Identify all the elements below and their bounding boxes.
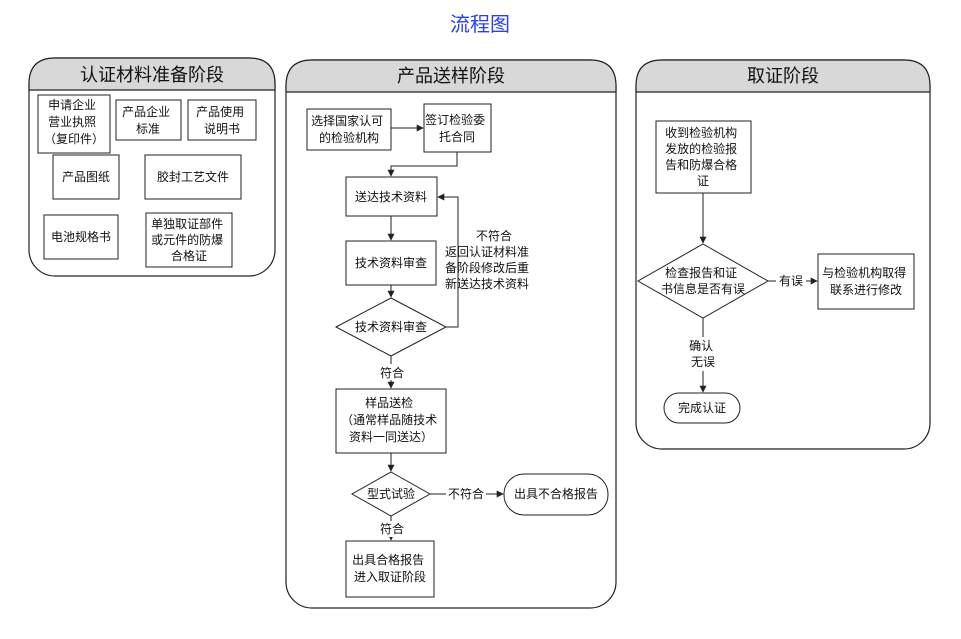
node-send-sample-label: 样品送检 （通常样品随技术 资料一同送达） <box>341 395 441 444</box>
label-has-error: 有误 <box>779 274 803 288</box>
phase-cert: 取证阶段 收到检验机构 发放的检验报 告和防爆合格 证 检查报告和证 书信息是否… <box>635 59 931 450</box>
label-confirmed: 确认 无误 <box>689 339 717 369</box>
diagram-title: 流程图 <box>450 12 510 36</box>
box-product-drawing <box>52 154 120 200</box>
node-complete <box>663 392 741 424</box>
phase-cert-title: 取证阶段 <box>747 66 819 87</box>
label-conform-2: 符合 <box>380 521 404 536</box>
node-pass-report <box>345 540 435 598</box>
box-enterprise-standard-label: 产品企业 标准 <box>122 104 174 136</box>
box-business-license-label: 申请企业 营业执照 （复印件） <box>44 97 104 146</box>
node-complete-label: 完成认证 <box>678 400 726 415</box>
node-send-docs <box>345 176 438 217</box>
node-docs-review-label: 技术资料审查 <box>355 255 427 270</box>
box-sealing-process-label: 胶封工艺文件 <box>157 169 229 184</box>
label-nonconform-2: 不符合 <box>448 486 484 501</box>
box-business-license <box>37 94 111 154</box>
box-battery-spec-label: 电池规格书 <box>51 229 111 244</box>
node-fail-report-label: 出具不合格报告 <box>514 486 598 501</box>
node-contact-lab-label: 与检验机构取得 联系进行修改 <box>822 265 910 297</box>
node-choose-lab <box>306 108 392 151</box>
label-conform-1: 符合 <box>380 365 404 380</box>
phase-sample: 产品送样阶段 选择国家认可 的检验机构 签订检验委 托合同 送达技术资料 技术资… <box>285 59 617 609</box>
node-receive-report <box>655 120 752 194</box>
node-fail-report <box>503 473 609 516</box>
phase-sample-title: 产品送样阶段 <box>397 66 505 87</box>
box-product-drawing-label: 产品图纸 <box>62 170 110 184</box>
node-contact-lab <box>817 253 915 310</box>
box-sealing-process <box>144 154 242 200</box>
node-sign-contract <box>423 103 492 153</box>
box-enterprise-standard <box>115 99 182 141</box>
edge-sign-to-docs <box>387 152 458 177</box>
phase-prep-title: 认证材料准备阶段 <box>80 65 224 86</box>
decision-type-test-label: 型式试验 <box>367 486 415 501</box>
node-choose-lab-label: 选择国家认可 的检验机构 <box>311 113 387 145</box>
node-sign-contract-label: 签订检验委 托合同 <box>425 112 489 144</box>
box-battery-spec <box>43 214 119 260</box>
box-component-certificate <box>145 212 233 268</box>
node-docs-review <box>345 240 437 286</box>
node-receive-report-label: 收到检验机构 发放的检验报 告和防爆合格 证 <box>665 125 741 188</box>
decision-docs-review-label: 技术资料审查 <box>355 319 427 334</box>
phase-prep: 认证材料准备阶段 申请企业 营业执照 （复印件） 产品企业 标准 产品使用 说明… <box>28 57 276 277</box>
label-nonconform-return: 不符合 返回认证材料准 备阶段修改后重 新送达技术资料 <box>445 228 533 291</box>
edge-nonconform-return <box>437 193 459 328</box>
node-pass-report-label: 出具合格报告 进入取证阶段 <box>352 552 428 584</box>
box-user-manual <box>187 99 257 141</box>
box-user-manual-label: 产品使用 说明书 <box>196 104 248 136</box>
node-send-docs-label: 送达技术资料 <box>355 189 427 204</box>
decision-check-report-label: 检查报告和证 书信息是否有误 <box>661 265 745 296</box>
box-component-certificate-label: 单独取证部件 或元件的防爆 合格证 <box>151 216 227 263</box>
